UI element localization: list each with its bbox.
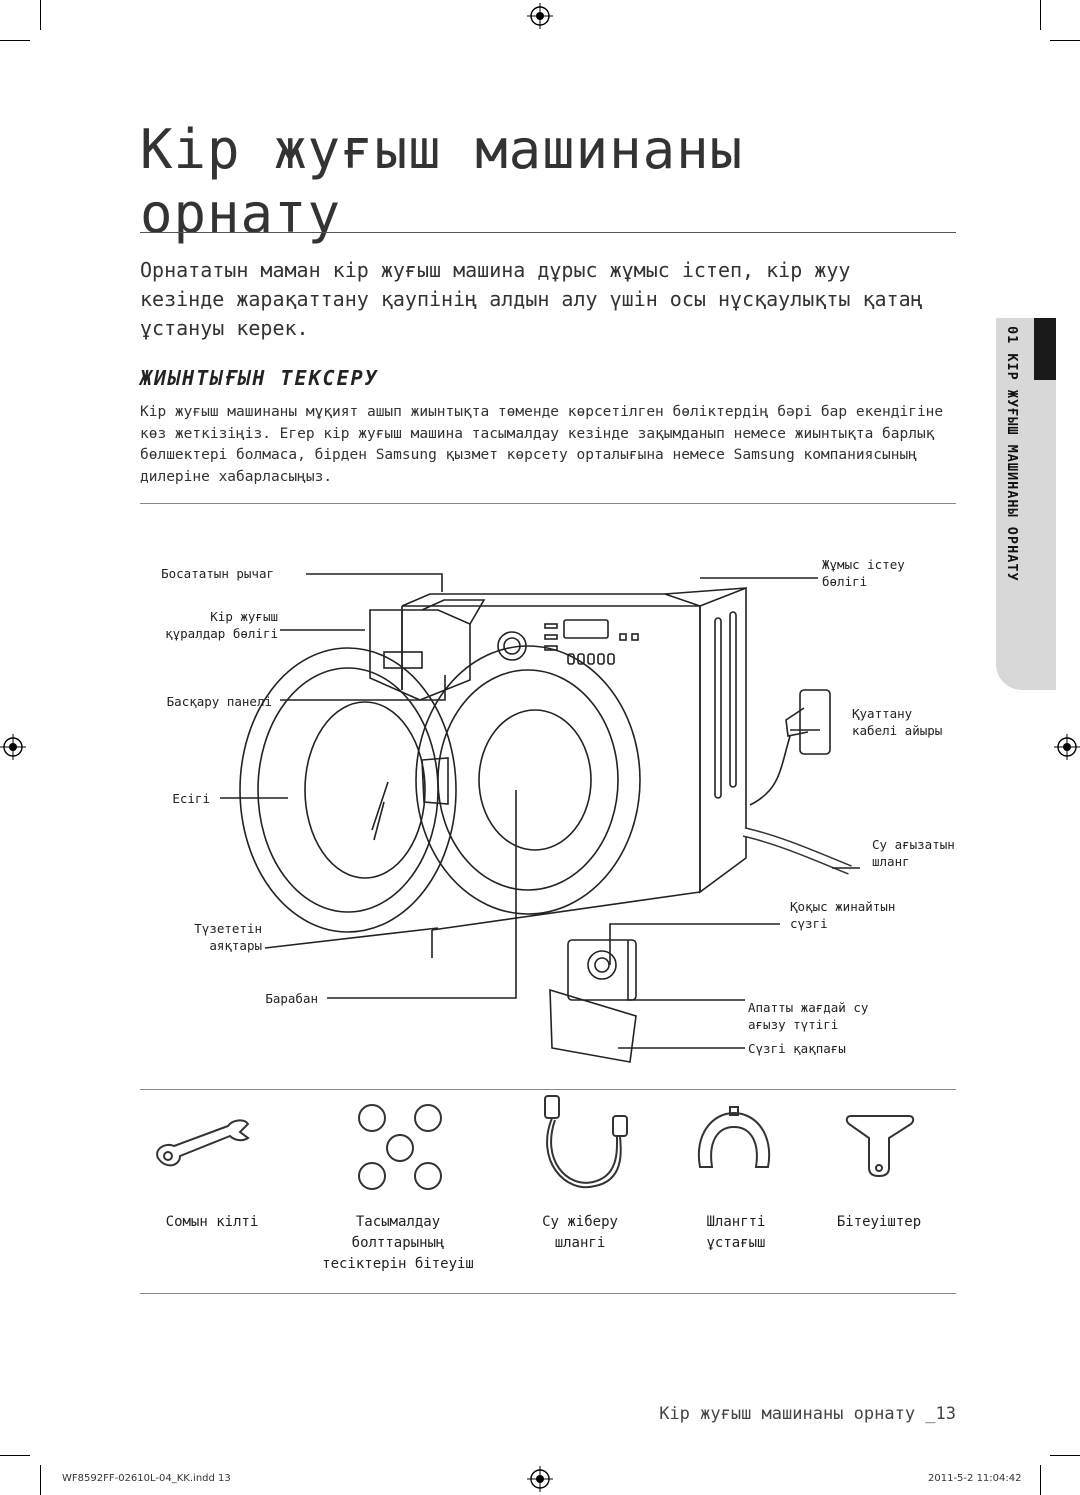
hose-guide-icon [697,1106,771,1168]
label-leveling-feet: Түзететін аяқтары [194,921,262,953]
page-title: Кір жуғыш машинаны орнату [140,118,744,245]
machine-bottom-edge [431,891,701,931]
page-footer: Кір жуғыш машинаны орнату _13 [659,1404,956,1424]
label-drum: Барабан [265,991,318,1006]
filter-cover [549,988,637,1063]
label-debris-filter: Қоқыс жинайтын сүзгі [790,899,896,931]
crop-mark [0,1455,30,1456]
label-filter-cover: Сүзгі қақпағы [748,1041,846,1056]
chapter-tab [996,318,1056,690]
cap-icon [845,1115,915,1178]
label-door: Есігі [172,791,210,806]
accessory-label: Сомын кілті [165,1214,259,1230]
title-divider [140,232,956,233]
divider [140,503,956,504]
crop-mark [40,0,41,30]
accessory-label: Бітеуіштер [836,1214,922,1230]
power-cable [749,735,791,806]
chapter-tab-marker [1034,318,1056,380]
label-detergent-drawer: Кір жуғыш құралдар бөлігі [165,609,278,641]
print-file-info: WF8592FF-02610L-04_KK.indd 13 [62,1473,231,1484]
registration-mark-icon [527,3,553,29]
crop-mark [1040,1465,1041,1495]
detergent-drawer [369,609,471,701]
label-release-lever: Босататын рычаг [161,566,274,581]
section-body: Кір жуғыш машинаны мұқият ашып жиынтықта… [140,404,944,485]
label-power-plug: Қуаттану кабелі айыры [852,706,943,738]
hole-cap-icon [358,1104,442,1190]
accessory-label: Шлангті ұстағыш [706,1214,766,1251]
label-worktop: Жұмыс істеу бөлігі [822,557,905,589]
section-heading: ЖИЫНТЫҒЫН ТЕКСЕРУ [140,366,379,390]
crop-mark [1040,0,1041,30]
label-drain-hose: Су ағызатын шланг [872,837,955,869]
label-control-panel: Басқару панелі [166,694,272,709]
registration-mark-icon [527,1466,553,1492]
accessory-label: Су жіберу шлангі [542,1214,618,1251]
registration-mark-icon [1054,734,1080,760]
wall-socket [799,689,831,755]
intro-paragraph: Орнататын маман кір жуғыш машина дұрыс ж… [140,258,923,340]
registration-mark-icon [0,734,26,760]
crop-mark [1050,40,1080,41]
drum-opening [415,645,641,915]
label-emergency-drain: Апатты жағдай су ағызу түтігі [748,1000,869,1032]
chapter-tab-label: 01 КІР ЖУҒЫШ МАШИНАНЫ ОРНАТУ [1004,326,1020,582]
divider [140,1089,956,1090]
filter-compartment [567,939,637,1001]
crop-mark [1050,1455,1080,1456]
drum [478,709,592,851]
washing-machine-diagram [220,573,860,1063]
print-date-info: 2011-5-2 11:04:42 [928,1473,1022,1484]
water-hose-icon [544,1095,628,1189]
machine-side [699,586,747,894]
accessory-label: Тасымалдау болттарының тесіктерін бітеуі… [322,1214,474,1272]
crop-mark [40,1465,41,1495]
crop-mark [0,40,30,41]
divider [140,1293,956,1294]
door [239,647,457,933]
spanner-icon [156,1119,250,1167]
